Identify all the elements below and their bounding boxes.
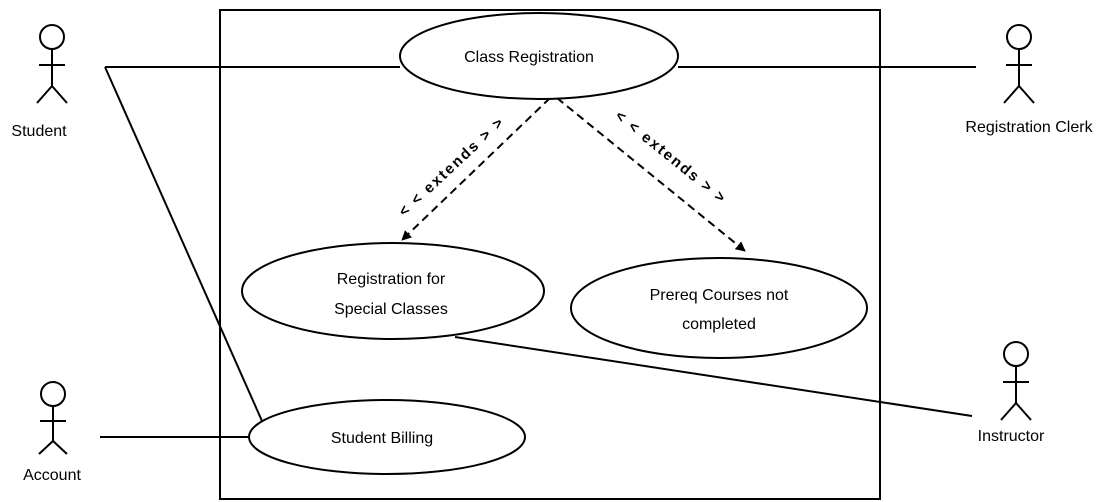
use-case-label: Special Classes xyxy=(334,301,448,318)
actor-student[interactable]: Student xyxy=(11,24,68,140)
use-case-class-registration[interactable]: Class Registration xyxy=(399,12,679,100)
actor-label: Registration Clerk xyxy=(965,119,1093,136)
use-case-prereq-courses[interactable]: Prereq Courses not completed xyxy=(570,257,868,359)
stick-figure-icon xyxy=(1003,24,1035,104)
extends-arrow-left xyxy=(401,97,551,241)
stick-figure-icon xyxy=(1000,341,1032,421)
stick-figure-icon xyxy=(38,381,68,455)
actor-label: Account xyxy=(23,467,81,484)
system-boundary xyxy=(219,9,881,500)
actor-label: Student xyxy=(11,123,67,140)
stick-figure-icon xyxy=(36,24,68,104)
actor-account[interactable]: Account xyxy=(23,381,81,484)
use-case-label: Student Billing xyxy=(331,430,433,447)
use-case-student-billing[interactable]: Student Billing xyxy=(248,399,526,475)
association-student-student-billing xyxy=(104,66,263,422)
use-case-label: Registration for xyxy=(337,271,446,288)
actor-label: Instructor xyxy=(978,428,1045,445)
association-instructor-registration-special xyxy=(454,336,973,417)
use-case-label: completed xyxy=(682,316,756,333)
actor-instructor[interactable]: Instructor xyxy=(978,341,1045,445)
use-case-registration-special-classes[interactable]: Registration for Special Classes xyxy=(241,242,545,340)
use-case-label: Class Registration xyxy=(464,49,594,66)
extends-arrow-right xyxy=(556,97,746,252)
use-case-label: Prereq Courses not xyxy=(650,287,789,304)
actor-registration-clerk[interactable]: Registration Clerk xyxy=(965,24,1094,136)
extends-label-left: < < extends > > xyxy=(396,113,509,220)
